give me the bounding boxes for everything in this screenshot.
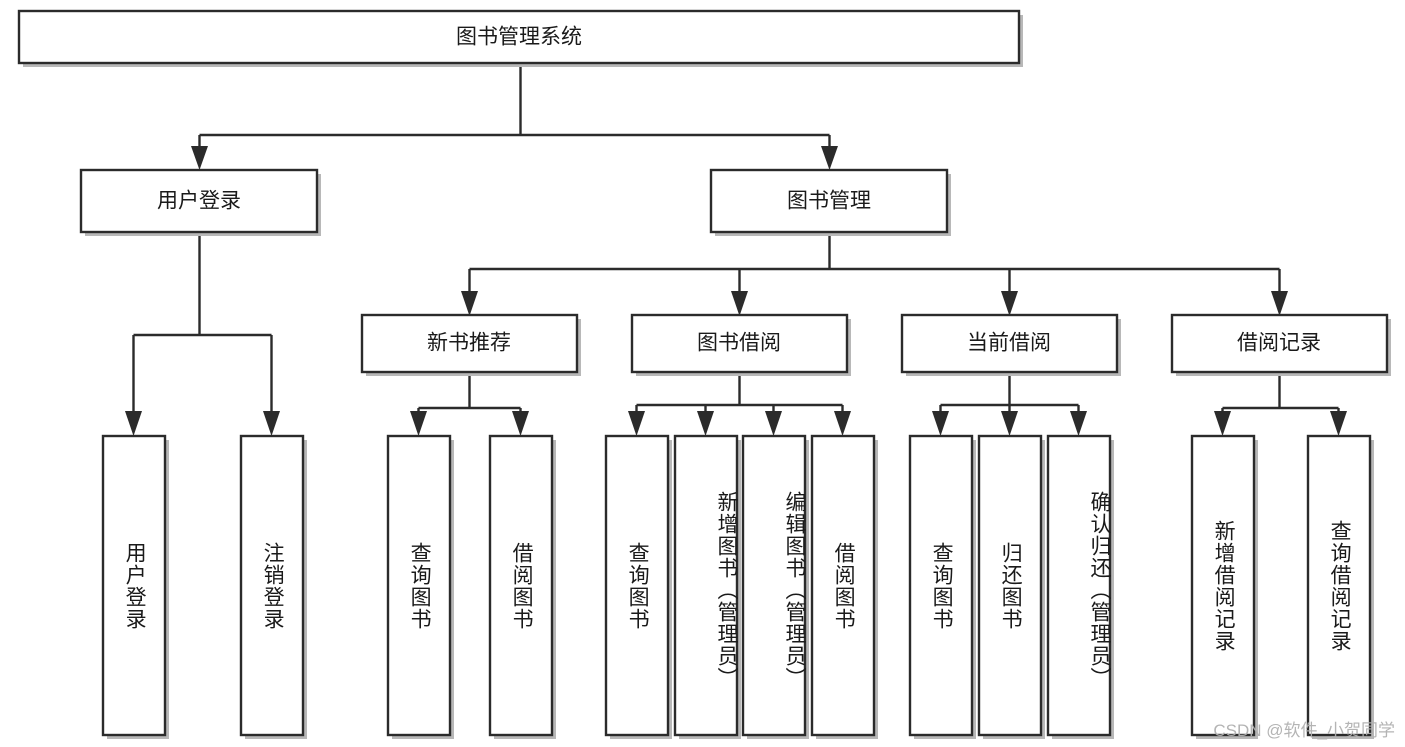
arrow-to-borrow-record: [1271, 291, 1288, 316]
arrow-cb-leaf-1: [932, 411, 949, 436]
node-leaf-cb-3-box[interactable]: [1046, 434, 1112, 737]
arrow-to-book-mgmt: [821, 146, 838, 170]
node-leaf-bb-3-box[interactable]: [741, 434, 807, 737]
arrow-to-current-borrow: [1001, 291, 1018, 316]
arrow-br-leaf-1: [1214, 411, 1231, 436]
arrow-to-new-book: [461, 291, 478, 316]
node-leaf-bb-2-box[interactable]: [673, 434, 739, 737]
arrow-to-book-borrow: [731, 291, 748, 316]
arrow-nb-leaf-1: [410, 411, 427, 436]
node-leaf-nb-1-box[interactable]: [386, 434, 452, 737]
node-leaf-ul-2-box[interactable]: [239, 434, 305, 737]
arrow-nb-leaf-2: [512, 411, 529, 436]
arrow-bb-leaf-4: [834, 411, 851, 436]
node-user-login-box[interactable]: [79, 168, 319, 234]
node-borrow-record-box[interactable]: [1170, 313, 1389, 374]
node-book-mgmt-label: 图书管理: [787, 190, 871, 213]
node-leaf-ul-1-box[interactable]: [101, 434, 167, 737]
node-leaf-br-1-box[interactable]: [1190, 434, 1256, 737]
arrow-br-leaf-2: [1330, 411, 1347, 436]
arrow-to-user-login: [191, 146, 208, 170]
node-leaf-bb-1-box[interactable]: [604, 434, 670, 737]
node-book-borrow-box[interactable]: [630, 313, 849, 374]
connectors-layer: [125, 66, 1347, 436]
node-root-box[interactable]: [17, 9, 1021, 65]
node-borrow-record-label: 借阅记录: [1237, 332, 1321, 355]
arrow-bb-leaf-1: [628, 411, 645, 436]
nodes-layer: 图书管理系统 用户登录 图书管理 新书推荐 图书借阅 当前借阅 借阅记录: [17, 9, 1391, 739]
node-current-borrow-box[interactable]: [900, 313, 1119, 374]
node-new-book-box[interactable]: [360, 313, 579, 374]
node-user-login-label: 用户登录: [157, 190, 241, 213]
node-new-book-label: 新书推荐: [427, 332, 511, 355]
arrow-ul-leaf-2: [263, 411, 280, 436]
arrow-ul-leaf-1: [125, 411, 142, 436]
csdn-watermark: CSDN @软件_小贺同学: [1213, 721, 1395, 740]
arrow-cb-leaf-2: [1001, 411, 1018, 436]
node-leaf-bb-4-box[interactable]: [810, 434, 876, 737]
node-book-mgmt-box[interactable]: [709, 168, 949, 234]
arrow-cb-leaf-3: [1070, 411, 1087, 436]
arrow-bb-leaf-2: [697, 411, 714, 436]
node-leaf-cb-2-box[interactable]: [977, 434, 1043, 737]
node-root-label: 图书管理系统: [456, 26, 582, 49]
node-leaf-nb-2-box[interactable]: [488, 434, 554, 737]
node-leaf-cb-1-box[interactable]: [908, 434, 974, 737]
node-leaf-br-2-box[interactable]: [1306, 434, 1372, 737]
arrow-bb-leaf-3: [765, 411, 782, 436]
node-book-borrow-label: 图书借阅: [697, 332, 781, 355]
node-current-borrow-label: 当前借阅: [967, 332, 1051, 355]
